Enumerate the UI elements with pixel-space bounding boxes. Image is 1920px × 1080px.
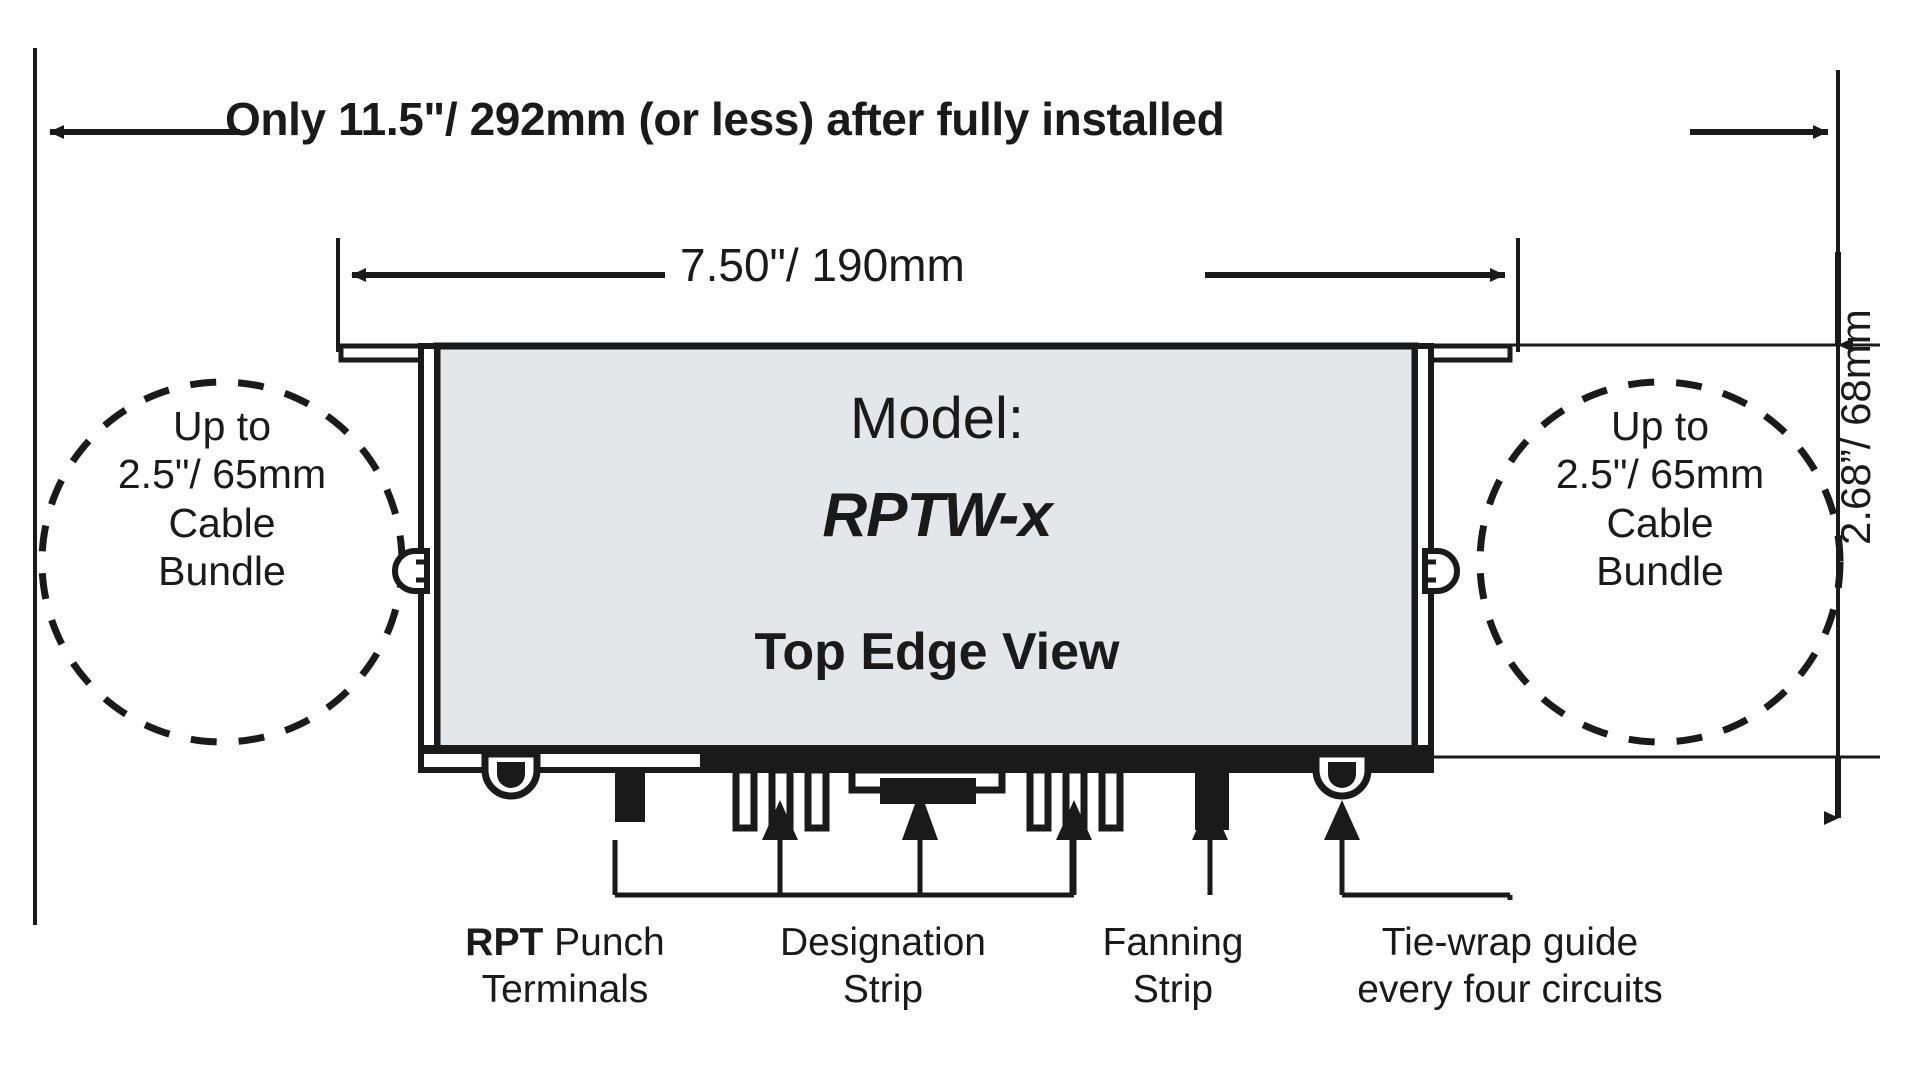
- callout-3-line1: Tie-wrap guide: [1381, 921, 1639, 964]
- tiewrap-guide-left: [481, 750, 541, 800]
- arrowhead-tiewrap: [1324, 800, 1360, 840]
- model-name-label: RPTW-x: [822, 481, 1052, 550]
- model-word-label: Model:: [849, 386, 1025, 451]
- callout-0-bold: RPT: [465, 921, 544, 964]
- callout-leaders: [612, 840, 1513, 900]
- callout-label-tiewrap-guide: Tie-wrap guide every four circuits: [1310, 920, 1710, 1014]
- cable-bundle-right-line2: 2.5"/ 65mm: [1555, 451, 1765, 498]
- cable-bundle-caption-right: Up to 2.5"/ 65mm Cable Bundle: [1480, 402, 1840, 596]
- cable-bundle-left-line3: Cable: [168, 499, 276, 546]
- callout-0-line2: Terminals: [481, 967, 649, 1011]
- rpt-bracket: [612, 840, 1077, 898]
- callout-0-rest: Punch: [543, 921, 665, 964]
- designation-strip: [848, 766, 1006, 804]
- tiewrap-guide-right: [1312, 750, 1372, 800]
- cable-bundle-right-line3: Cable: [1606, 499, 1714, 546]
- callout-1-line1: Designation: [780, 921, 986, 964]
- cable-bundle-circle-right: [1476, 378, 1844, 746]
- bottom-hardware: [481, 750, 1431, 832]
- body-face: [433, 342, 1419, 760]
- cable-bundle-right-line1: Up to: [1611, 403, 1709, 449]
- callout-label-fanning-strip: Fanning Strip: [1058, 920, 1288, 1014]
- overall-dimension-label: Only 11.5"/ 292mm (or less) after fully …: [225, 93, 1225, 145]
- fanning-strip-blade-left: [615, 770, 645, 822]
- cable-bundle-caption-left: Up to 2.5"/ 65mm Cable Bundle: [42, 402, 402, 596]
- view-name-label: Top Edge View: [754, 623, 1120, 681]
- callout-label-designation-strip: Designation Strip: [748, 920, 1018, 1014]
- body-height-dimension-label: 2.68”/ 68mm: [1832, 309, 1879, 545]
- arrowhead-rpt-right: [1056, 800, 1092, 840]
- cable-bundle-left-line2: 2.5"/ 65mm: [117, 451, 327, 498]
- callout-2-line1: Fanning: [1102, 921, 1244, 964]
- side-tiewrap-eyelet-left: [392, 548, 430, 594]
- callout-0-line1: RPT Punch: [420, 920, 710, 967]
- body-width-dimension-label: 7.50"/ 190mm: [680, 239, 965, 291]
- callout-arrowheads: [762, 790, 1360, 840]
- callout-2-line2: Strip: [1132, 967, 1214, 1011]
- callout-1-line2: Strip: [842, 967, 924, 1011]
- callout-3-line2: every four circuits: [1357, 967, 1663, 1011]
- cable-bundle-left-line1: Up to: [173, 403, 271, 449]
- extension-lines: [33, 48, 1840, 925]
- arrowhead-fanning: [1192, 800, 1228, 840]
- cable-bundle-right-line4: Bundle: [1596, 548, 1724, 595]
- callout-label-rpt-punch-terminals: RPT Punch Terminals: [420, 920, 710, 1014]
- arrowhead-rpt-left: [762, 800, 798, 840]
- cable-bundle-left-line4: Bundle: [158, 548, 286, 595]
- side-tiewrap-eyelet-right: [1422, 548, 1460, 594]
- arrowhead-designation: [902, 790, 938, 840]
